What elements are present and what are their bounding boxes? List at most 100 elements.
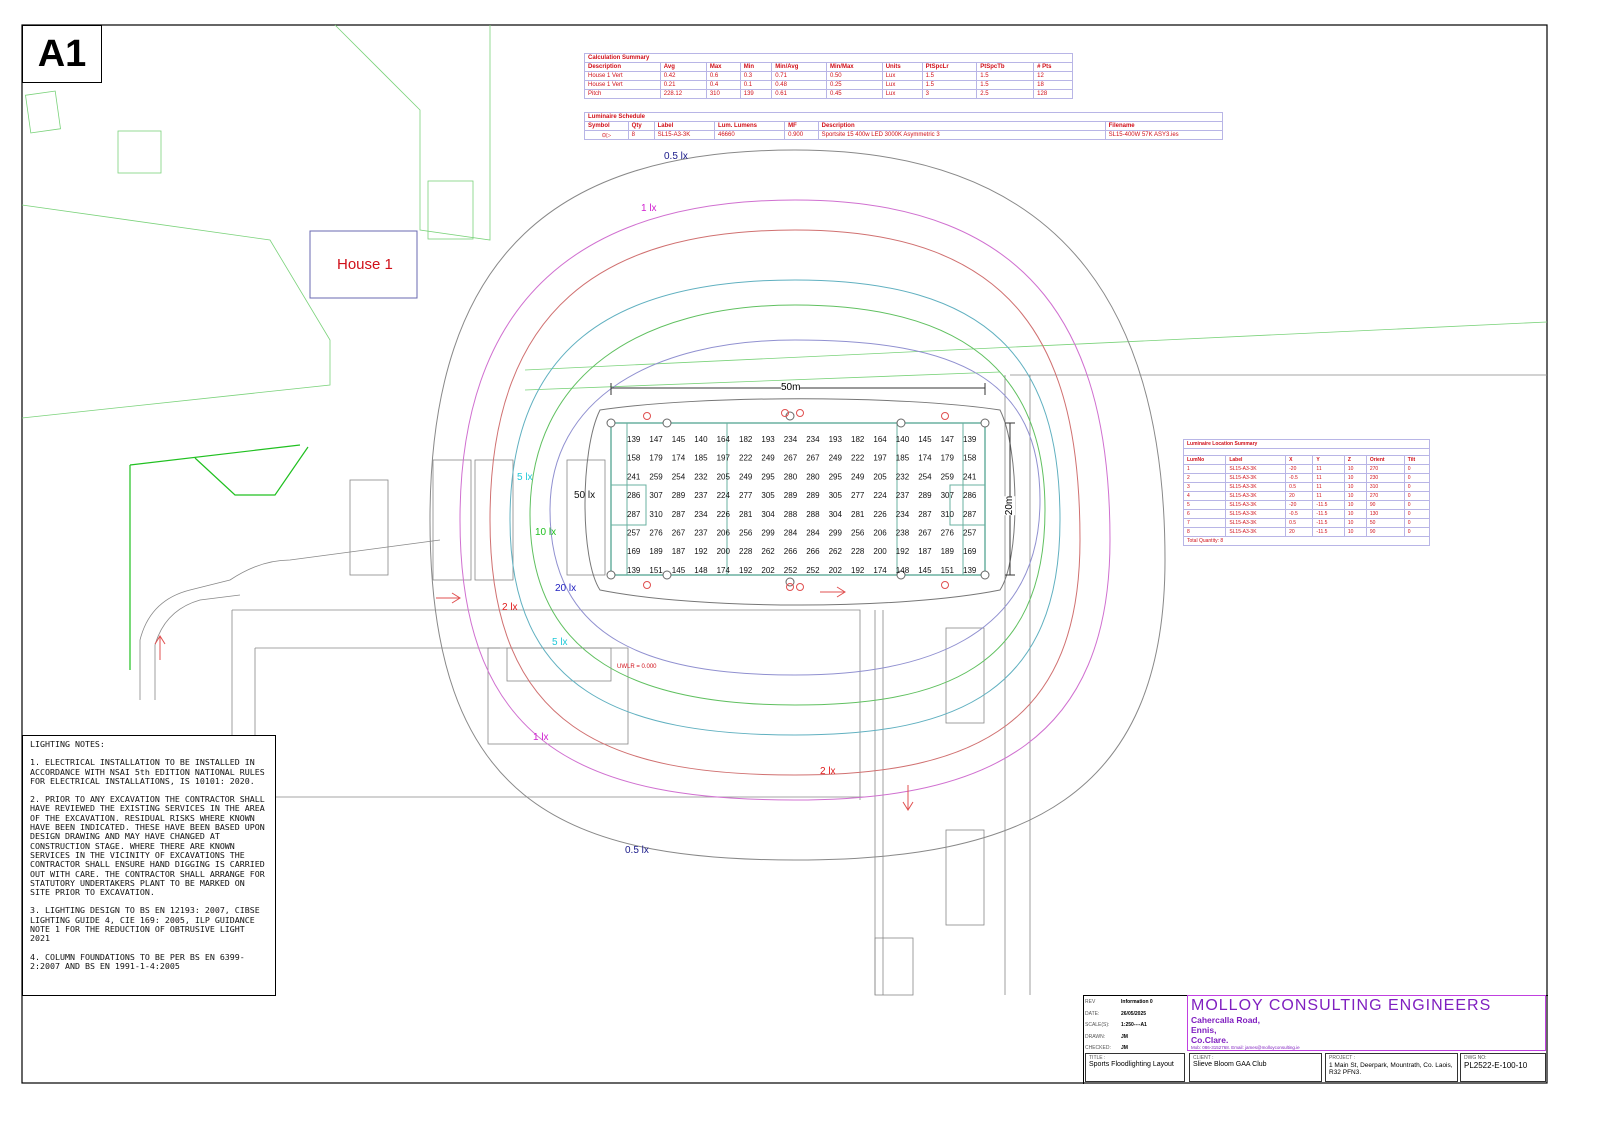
illuminance-value: 287 xyxy=(627,510,641,519)
table-cell: 270 xyxy=(1365,464,1405,474)
floodlight-icon xyxy=(941,581,949,589)
illuminance-value: 192 xyxy=(694,547,708,556)
illuminance-value: 192 xyxy=(896,547,910,556)
table-cell: 0.1 xyxy=(739,80,773,90)
sheet-border xyxy=(21,24,1548,1084)
illuminance-value: 224 xyxy=(873,491,887,500)
illuminance-value: 267 xyxy=(784,454,798,463)
table-cell: 0.71 xyxy=(771,71,827,81)
illuminance-value: 241 xyxy=(963,472,977,481)
drawing-number-box: DWG NO:PL2522-E-100-10 xyxy=(1460,1053,1546,1082)
illuminance-value: 254 xyxy=(918,472,932,481)
drawing-title: Sports Floodlighting Layout xyxy=(1089,1061,1174,1068)
column-header: Description xyxy=(817,121,1106,131)
illuminance-value: 252 xyxy=(784,566,798,575)
illuminance-value: 164 xyxy=(717,435,731,444)
illuminance-value: 237 xyxy=(694,491,708,500)
column-header: Symbol xyxy=(584,121,629,131)
floodlight-icon xyxy=(786,583,794,591)
table-cell: 0.48 xyxy=(771,80,827,90)
pitch-length-label: 50m xyxy=(781,382,801,393)
table-cell: SL15-A3-3K xyxy=(1225,482,1287,492)
column-header: MF xyxy=(784,121,819,131)
column-header: Label xyxy=(1225,455,1287,465)
table-cell: SL15-A3-3K xyxy=(1225,500,1287,510)
table-cell: 228.12 xyxy=(659,89,707,99)
floodlight-icon xyxy=(941,412,949,420)
illuminance-value: 254 xyxy=(672,472,686,481)
lumens-cell: 46660 xyxy=(713,130,786,140)
column-icon xyxy=(980,418,990,428)
floodlight-icon xyxy=(643,412,651,420)
contour-label: 5 lx xyxy=(552,637,568,648)
illuminance-value: 257 xyxy=(627,529,641,538)
column-header: Avg xyxy=(659,62,707,72)
illuminance-value: 200 xyxy=(873,547,887,556)
illuminance-value: 169 xyxy=(627,547,641,556)
illuminance-value: 189 xyxy=(649,547,663,556)
illuminance-value: 295 xyxy=(829,472,843,481)
floodlight-symbol-icon: ⊙▷ xyxy=(584,130,629,140)
illuminance-value: 281 xyxy=(851,510,865,519)
illuminance-value: 158 xyxy=(627,454,641,463)
table-cell: 10 xyxy=(1343,509,1367,519)
qty-cell: 8 xyxy=(627,130,655,140)
column-icon xyxy=(896,418,906,428)
illuminance-value: 305 xyxy=(829,491,843,500)
illuminance-value: 139 xyxy=(627,566,641,575)
client-name: Slieve Bloom GAA Club xyxy=(1193,1061,1267,1068)
column-header: Min/Max xyxy=(825,62,883,72)
table-cell: 0.45 xyxy=(825,89,883,99)
table-cell: 1.5 xyxy=(921,71,978,81)
sheet-size-label: A1 xyxy=(22,25,102,83)
column-header: Tilt xyxy=(1403,455,1431,465)
illuminance-value: 174 xyxy=(672,454,686,463)
pitch-width-label: 20m xyxy=(1004,495,1016,516)
illuminance-value: 237 xyxy=(694,529,708,538)
parking-bays xyxy=(349,459,985,996)
table-cell: SL15-A3-3K xyxy=(1225,491,1287,501)
illuminance-value: 307 xyxy=(941,491,955,500)
illuminance-value: 276 xyxy=(941,529,955,538)
illuminance-value: 307 xyxy=(649,491,663,500)
column-header: Min/Avg xyxy=(771,62,827,72)
table-cell: 2 xyxy=(1182,473,1227,483)
column-header: LumNo xyxy=(1182,455,1227,465)
illuminance-value: 147 xyxy=(941,435,955,444)
illuminance-value: 205 xyxy=(873,472,887,481)
illuminance-value: 182 xyxy=(851,435,865,444)
table-cell: SL15-A3-3K xyxy=(1225,527,1287,537)
table-title: Calculation Summary xyxy=(584,53,1073,63)
column-icon xyxy=(980,570,990,580)
boundary-lines xyxy=(21,24,1548,670)
illuminance-value: 205 xyxy=(717,472,731,481)
illuminance-value: 202 xyxy=(829,566,843,575)
illuminance-value: 206 xyxy=(873,529,887,538)
table-cell: 0 xyxy=(1403,464,1431,474)
isolux-contours xyxy=(429,149,1166,861)
table-cell: 20 xyxy=(1285,491,1314,501)
table-cell: 10 xyxy=(1343,464,1367,474)
illuminance-value: 284 xyxy=(806,529,820,538)
illuminance-value: 179 xyxy=(941,454,955,463)
contour-label: 5 lx xyxy=(517,472,533,483)
illuminance-value: 234 xyxy=(784,435,798,444)
illuminance-value: 139 xyxy=(963,435,977,444)
illuminance-value: 200 xyxy=(717,547,731,556)
illuminance-value: 295 xyxy=(761,472,775,481)
illuminance-value: 151 xyxy=(649,566,663,575)
contour-label: 2 lx xyxy=(502,602,518,613)
table-cell: 0.61 xyxy=(771,89,827,99)
drawing-title-box: TITLE :Sports Floodlighting Layout xyxy=(1085,1053,1185,1082)
table-cell: 10 xyxy=(1343,473,1367,483)
illuminance-value: 185 xyxy=(694,454,708,463)
illuminance-value: 222 xyxy=(739,454,753,463)
address-line: Ennis, xyxy=(1191,1025,1217,1035)
illuminance-value: 256 xyxy=(851,529,865,538)
illuminance-value: 187 xyxy=(918,547,932,556)
